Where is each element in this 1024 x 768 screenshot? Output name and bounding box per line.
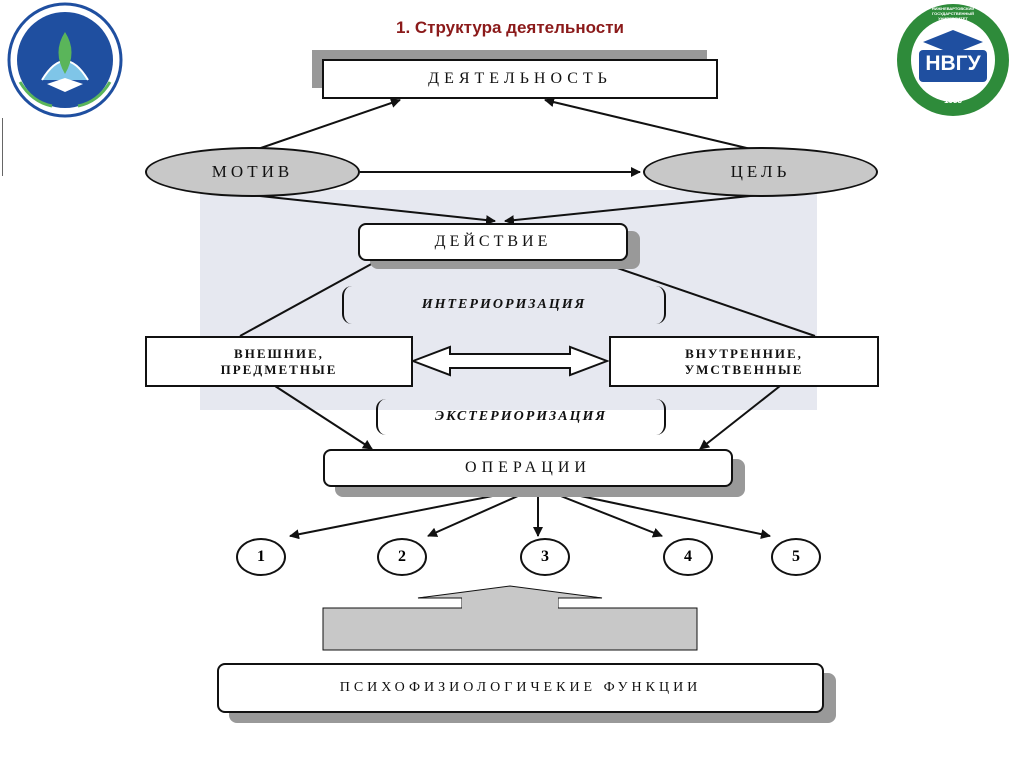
right-logo-emblem bbox=[897, 4, 1009, 116]
page-title: 1. Структура деятельности bbox=[395, 18, 625, 37]
internal-box: ВНУТРЕННИЕ, УМСТВЕННЫЕ bbox=[609, 336, 879, 387]
arrow-operations-2 bbox=[427, 486, 539, 537]
arrow-internal-operations bbox=[699, 385, 781, 450]
activity-box: ДЕЯТЕЛЬНОСТЬ bbox=[322, 59, 718, 99]
arrow-operations-5 bbox=[537, 486, 771, 540]
interiorization-label: ИНТЕРИОРИЗАЦИЯ bbox=[421, 297, 587, 312]
right-logo-year: 1988 bbox=[944, 96, 962, 105]
arrow-external-operations bbox=[274, 385, 373, 450]
arrow-operations-1 bbox=[289, 486, 539, 540]
left-logo-emblem bbox=[7, 2, 123, 118]
goal-ellipse: ЦЕЛЬ bbox=[643, 147, 878, 197]
external-label: ВНЕШНИЕ, ПРЕДМЕТНЫЕ bbox=[220, 345, 338, 377]
right-logo-ring-text: НИЖНЕВАРТОВСКИЙ ГОСУДАРСТВЕННЫЙ УНИВЕРСИ… bbox=[931, 6, 975, 21]
internal-label: ВНУТРЕННИЕ, УМСТВЕННЫЕ bbox=[684, 345, 804, 377]
operations-box: ОПЕРАЦИИ bbox=[323, 449, 733, 487]
arrow-goal-activity bbox=[544, 97, 756, 151]
arrow-motive-action bbox=[249, 194, 496, 226]
left-divider bbox=[2, 118, 3, 176]
number-circle-5: 5 bbox=[771, 538, 821, 576]
arrow-goal-action bbox=[504, 194, 761, 226]
external-box: ВНЕШНИЕ, ПРЕДМЕТНЫЕ bbox=[145, 336, 413, 387]
number-label: 3 bbox=[541, 548, 549, 565]
line-action-internal bbox=[599, 261, 816, 337]
right-logo: НВГУ 1988 НИЖНЕВАРТОВСКИЙ ГОСУДАРСТВЕННЫ… bbox=[895, 2, 1011, 118]
arrow-operations-4 bbox=[537, 486, 663, 538]
psychophysiological-label: ПСИХОФИЗИОЛОГИЧЕКИЕ ФУНКЦИИ bbox=[339, 680, 702, 695]
action-label: ДЕЙСТВИЕ bbox=[434, 233, 552, 250]
motive-label: МОТИВ bbox=[211, 162, 294, 181]
operations-label: ОПЕРАЦИИ bbox=[465, 459, 591, 476]
goal-label: ЦЕЛЬ bbox=[730, 162, 791, 181]
motive-ellipse: МОТИВ bbox=[145, 147, 360, 197]
exteriorization-label: ЭКСТЕРИОРИЗАЦИЯ bbox=[434, 409, 608, 424]
left-logo bbox=[2, 2, 128, 120]
line-action-external bbox=[239, 261, 376, 337]
number-label: 1 bbox=[257, 548, 265, 565]
arrow-motive-activity bbox=[254, 98, 401, 151]
number-circle-2: 2 bbox=[377, 538, 427, 576]
number-circle-1: 1 bbox=[236, 538, 286, 576]
number-circle-3: 3 bbox=[520, 538, 570, 576]
number-label: 5 bbox=[792, 548, 800, 565]
number-label: 2 bbox=[398, 548, 406, 565]
number-label: 4 bbox=[684, 548, 692, 565]
double-arrow bbox=[410, 345, 610, 377]
right-logo-abbr: НВГУ bbox=[925, 52, 981, 75]
number-circle-4: 4 bbox=[663, 538, 713, 576]
action-box: ДЕЙСТВИЕ bbox=[358, 223, 628, 261]
exteriorization-bracket: ЭКСТЕРИОРИЗАЦИЯ bbox=[376, 399, 666, 435]
psychophysiological-box: ПСИХОФИЗИОЛОГИЧЕКИЕ ФУНКЦИИ bbox=[217, 663, 824, 713]
activity-label: ДЕЯТЕЛЬНОСТЬ bbox=[428, 70, 612, 87]
interiorization-bracket: ИНТЕРИОРИЗАЦИЯ bbox=[342, 286, 666, 324]
